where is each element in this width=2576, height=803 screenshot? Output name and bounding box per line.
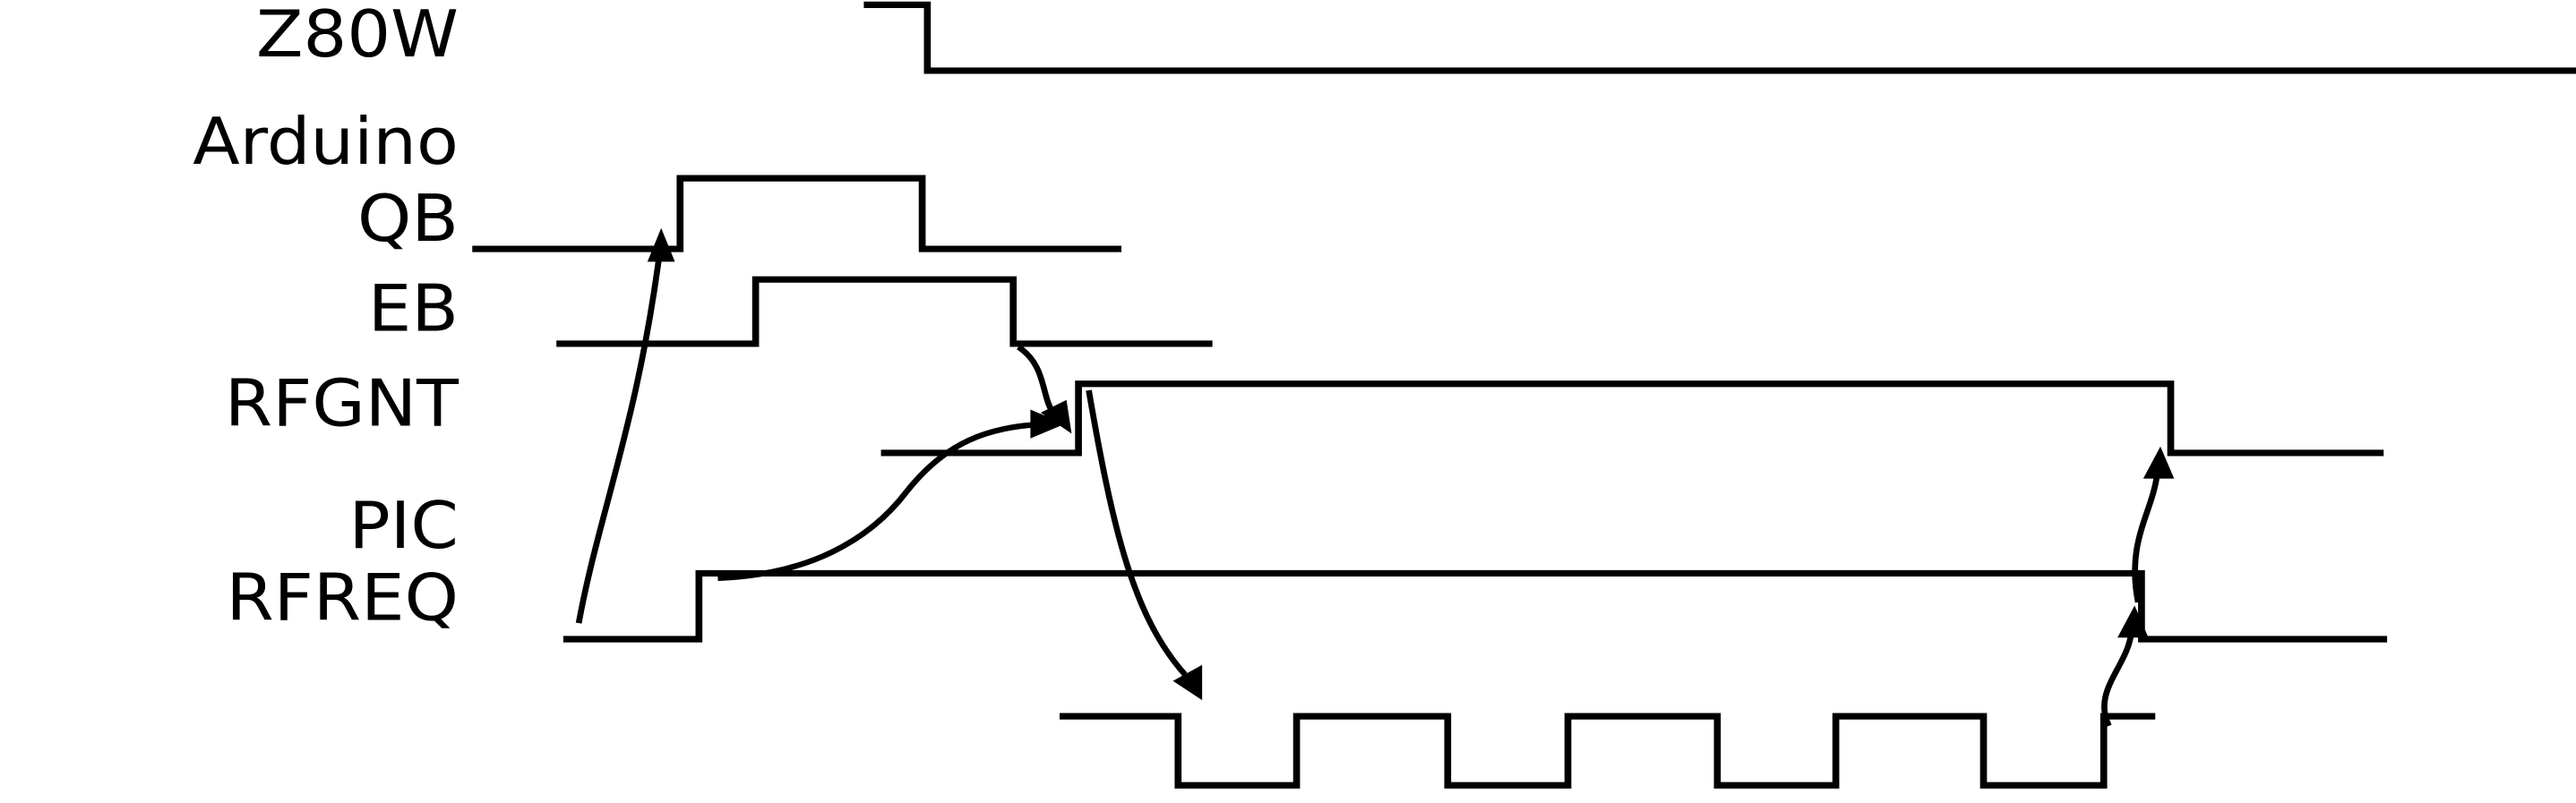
clock-rise-to-rfreq-fall-arrow-head xyxy=(2117,605,2149,638)
causality-arrows xyxy=(575,227,2175,728)
waveform-eb xyxy=(556,276,1213,347)
rfreq-high-to-rfgnt-rise-arrow-head xyxy=(1030,409,1065,439)
pic-group-label: PIC xyxy=(349,488,459,563)
waveform-qb xyxy=(472,175,1122,252)
rfreq-fall-to-rfgnt-fall-arrow xyxy=(2132,474,2160,603)
waveform-z80w xyxy=(863,1,2576,74)
signal-label-z80w: Z80W xyxy=(256,0,459,72)
waveform-traces xyxy=(472,1,2576,789)
waveform-rfgnt xyxy=(880,380,2384,457)
signal-label-qb: QB xyxy=(357,182,459,257)
signal-label-rfgnt: RFGNT xyxy=(225,366,459,441)
rfgnt-rise-to-clock-start-arrow-head xyxy=(1172,664,1203,701)
rfreq-rise-to-qb-rise-arrow-head xyxy=(647,227,675,262)
waveform-refresh-clock xyxy=(1059,713,2156,789)
arduino-group-label: Arduino xyxy=(193,104,459,179)
waveform-rfreq xyxy=(562,569,2388,643)
signal-label-rfreq: RFREQ xyxy=(226,560,458,636)
eb-fall-to-rfgnt-rise-arrow xyxy=(1016,344,1058,416)
rfreq-rise-to-qb-rise-arrow xyxy=(575,240,665,624)
rfreq-high-to-rfgnt-rise-arrow xyxy=(717,421,1044,581)
clock-rise-to-rfreq-fall-arrow xyxy=(2101,632,2134,728)
signal-name-labels: Z80W QB EB RFGNT RFREQ xyxy=(225,0,459,636)
eb-fall-to-rfgnt-rise-arrow-head xyxy=(1040,399,1072,434)
signal-label-eb: EB xyxy=(368,271,459,346)
rfgnt-rise-to-clock-start-arrow xyxy=(1086,389,1188,677)
rfreq-fall-to-rfgnt-fall-arrow-head xyxy=(2142,446,2175,479)
